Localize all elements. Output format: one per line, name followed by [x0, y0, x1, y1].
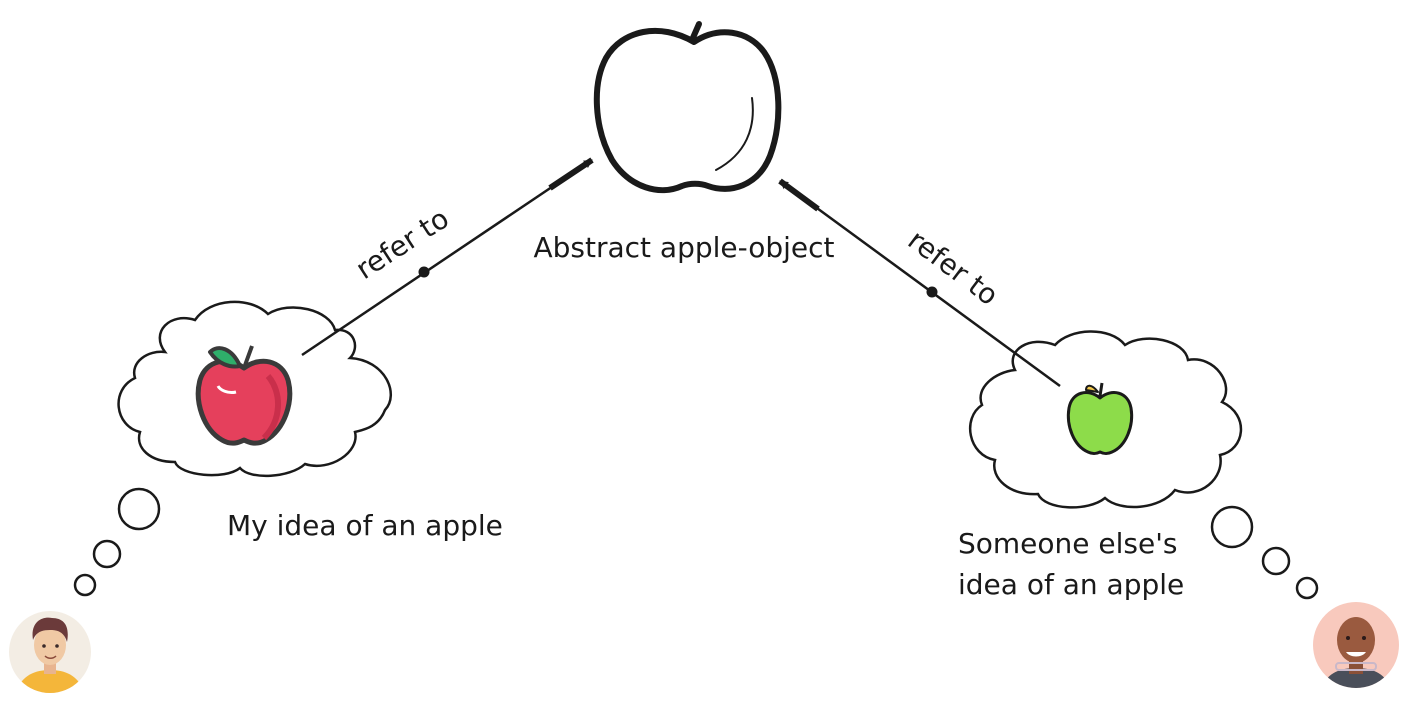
- right-arrow-dot: [926, 286, 938, 298]
- green-apple-icon: [1066, 382, 1134, 456]
- abstract-object-label: Abstract apple-object: [533, 231, 834, 264]
- right-thought-bubbles: [1210, 505, 1319, 600]
- someone-else-label-line2: idea of an apple: [958, 568, 1184, 601]
- right-refer-label: refer to: [902, 223, 1005, 312]
- left-refer-label: refer to: [350, 202, 455, 286]
- man-avatar-icon: [9, 611, 91, 693]
- my-idea-label: My idea of an apple: [227, 509, 503, 542]
- left-thought-bubbles: [73, 487, 161, 597]
- apple-outline-icon: [593, 21, 782, 194]
- left-refer-arrow: [301, 157, 594, 357]
- bald-man-avatar-icon: [1313, 602, 1399, 688]
- red-apple-icon: [195, 345, 293, 446]
- someone-else-label-line1: Someone else's: [958, 527, 1178, 560]
- left-arrow-dot: [418, 266, 430, 278]
- right-refer-arrow: [778, 178, 1061, 388]
